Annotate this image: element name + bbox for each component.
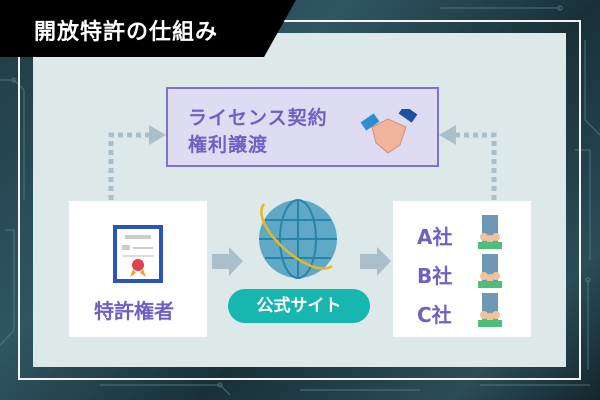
handshake-icon xyxy=(360,109,418,154)
title-banner xyxy=(0,0,296,57)
dotted-line-right xyxy=(455,132,497,200)
arrow-holder-to-site xyxy=(212,247,243,276)
license-label: ライセンス契約 xyxy=(188,107,328,129)
globe-icon xyxy=(259,199,337,279)
outer-frame xyxy=(18,20,581,380)
arrow-to-license-right xyxy=(439,125,456,145)
page-title: 開放特許の仕組み xyxy=(34,20,219,45)
company-label-c: C社 xyxy=(417,303,452,327)
companies-box: A社 B社 C社 xyxy=(393,201,531,337)
company-building-icon xyxy=(478,215,502,249)
transfer-label: 権利譲渡 xyxy=(188,134,269,156)
patent-holder-label: 特許権者 xyxy=(94,299,174,323)
dotted-line-left xyxy=(108,132,150,200)
company-label-b: B社 xyxy=(417,264,453,288)
patent-holder-box: 特許権者 xyxy=(69,201,207,337)
license-box: ライセンス契約 権利譲渡 xyxy=(166,87,439,167)
company-label-a: A社 xyxy=(417,225,453,249)
certificate-icon xyxy=(113,225,163,283)
arrow-to-license-left xyxy=(149,125,166,145)
official-site-badge: 公式サイト xyxy=(228,289,370,323)
company-building-icon xyxy=(478,293,502,327)
company-icons xyxy=(478,215,502,327)
arrow-site-to-companies xyxy=(360,247,391,276)
company-building-icon xyxy=(478,254,502,288)
